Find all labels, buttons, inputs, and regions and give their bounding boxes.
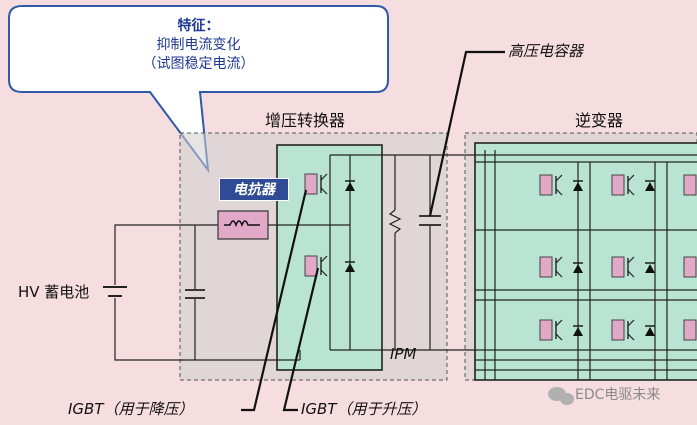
inverter-label: 逆变器 xyxy=(575,111,624,130)
igbt-step-down-label: IGBT（用于降压） xyxy=(68,400,194,418)
inverter-bridge xyxy=(475,150,697,380)
igbt-step-down-leader-line xyxy=(241,189,308,412)
watermark-label: EDC电驱未来 xyxy=(575,387,661,403)
igbt-step-up-label: IGBT（用于升压） xyxy=(301,400,427,418)
reactor-coil-icon xyxy=(224,220,260,228)
capacitor-leader-line xyxy=(428,50,505,217)
callout-bubble xyxy=(8,5,389,174)
hv-battery-label: HV 蓄电池 xyxy=(18,283,90,301)
callout-line2: （试图稳定电流） xyxy=(142,56,255,72)
reactor-label: 电抗器 xyxy=(219,178,289,201)
callout-title: 特征： xyxy=(177,18,220,34)
boost-converter-label: 增压转换器 xyxy=(265,111,346,130)
callout: 特征： 抑制电流变化 （试图稳定电流） xyxy=(9,6,388,92)
resistor-icon xyxy=(388,209,402,234)
battery-circuit xyxy=(103,224,300,361)
wechat-icon xyxy=(548,387,574,405)
igbt-icon xyxy=(683,256,697,278)
callout-line1: 抑制电流变化 xyxy=(156,37,241,53)
igbt-icon xyxy=(683,319,697,341)
hv-capacitor-label: 高压电容器 xyxy=(508,42,584,60)
igbt-icon xyxy=(683,174,697,196)
ipm-label: IPM xyxy=(390,345,417,363)
igbt-step-up-leader-line xyxy=(282,267,320,412)
inverter-module xyxy=(474,142,697,381)
